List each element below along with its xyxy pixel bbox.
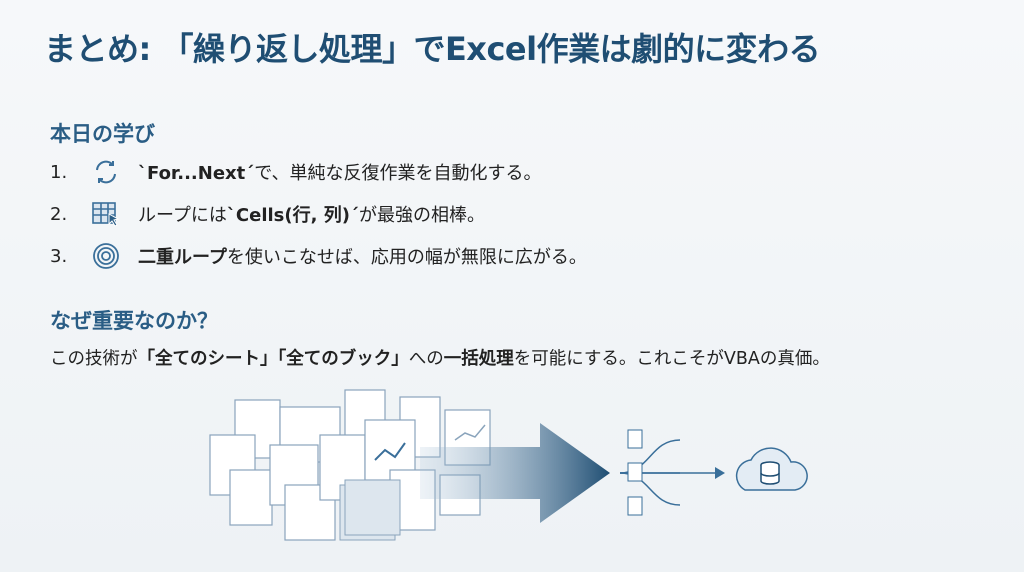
item-bold: `Cells(行, 列)´	[226, 205, 359, 226]
item-number: 3.	[50, 245, 68, 267]
why-text: この技術が「全てのシート」「全てのブック」への一括処理を可能にする。これこそがV…	[50, 349, 830, 369]
why-heading: なぜ重要なのか？	[50, 309, 218, 333]
concentric-circles-icon	[88, 242, 124, 270]
list-item: 2. ループには`Cells(行, 列)´が最強の相棒。	[50, 200, 485, 228]
list-item: 3. 二重ループを使いこなせば、応用の幅が無限に広がる。	[50, 242, 587, 270]
list-item: 1. `For...Next´で、単純な反復作業を自動化する。	[50, 158, 542, 186]
item-pre: ループには	[138, 205, 227, 226]
table-cursor-icon	[88, 200, 124, 228]
item-text: を使いこなせば、応用の幅が無限に広がる。	[226, 247, 587, 268]
page-title: まとめ: 「繰り返し処理」でExcel作業は劇的に変わる	[44, 30, 821, 68]
item-number: 1.	[50, 161, 68, 183]
learn-heading: 本日の学び	[50, 122, 155, 146]
refresh-icon	[88, 158, 124, 186]
item-bold: `For...Next´	[138, 163, 255, 184]
item-number: 2.	[50, 203, 68, 225]
item-text: で、単純な反復作業を自動化する。	[254, 163, 542, 184]
item-text: が最強の相棒。	[358, 205, 485, 226]
batch-processing-illustration	[209, 389, 808, 541]
item-bold: 二重ループ	[138, 247, 227, 268]
